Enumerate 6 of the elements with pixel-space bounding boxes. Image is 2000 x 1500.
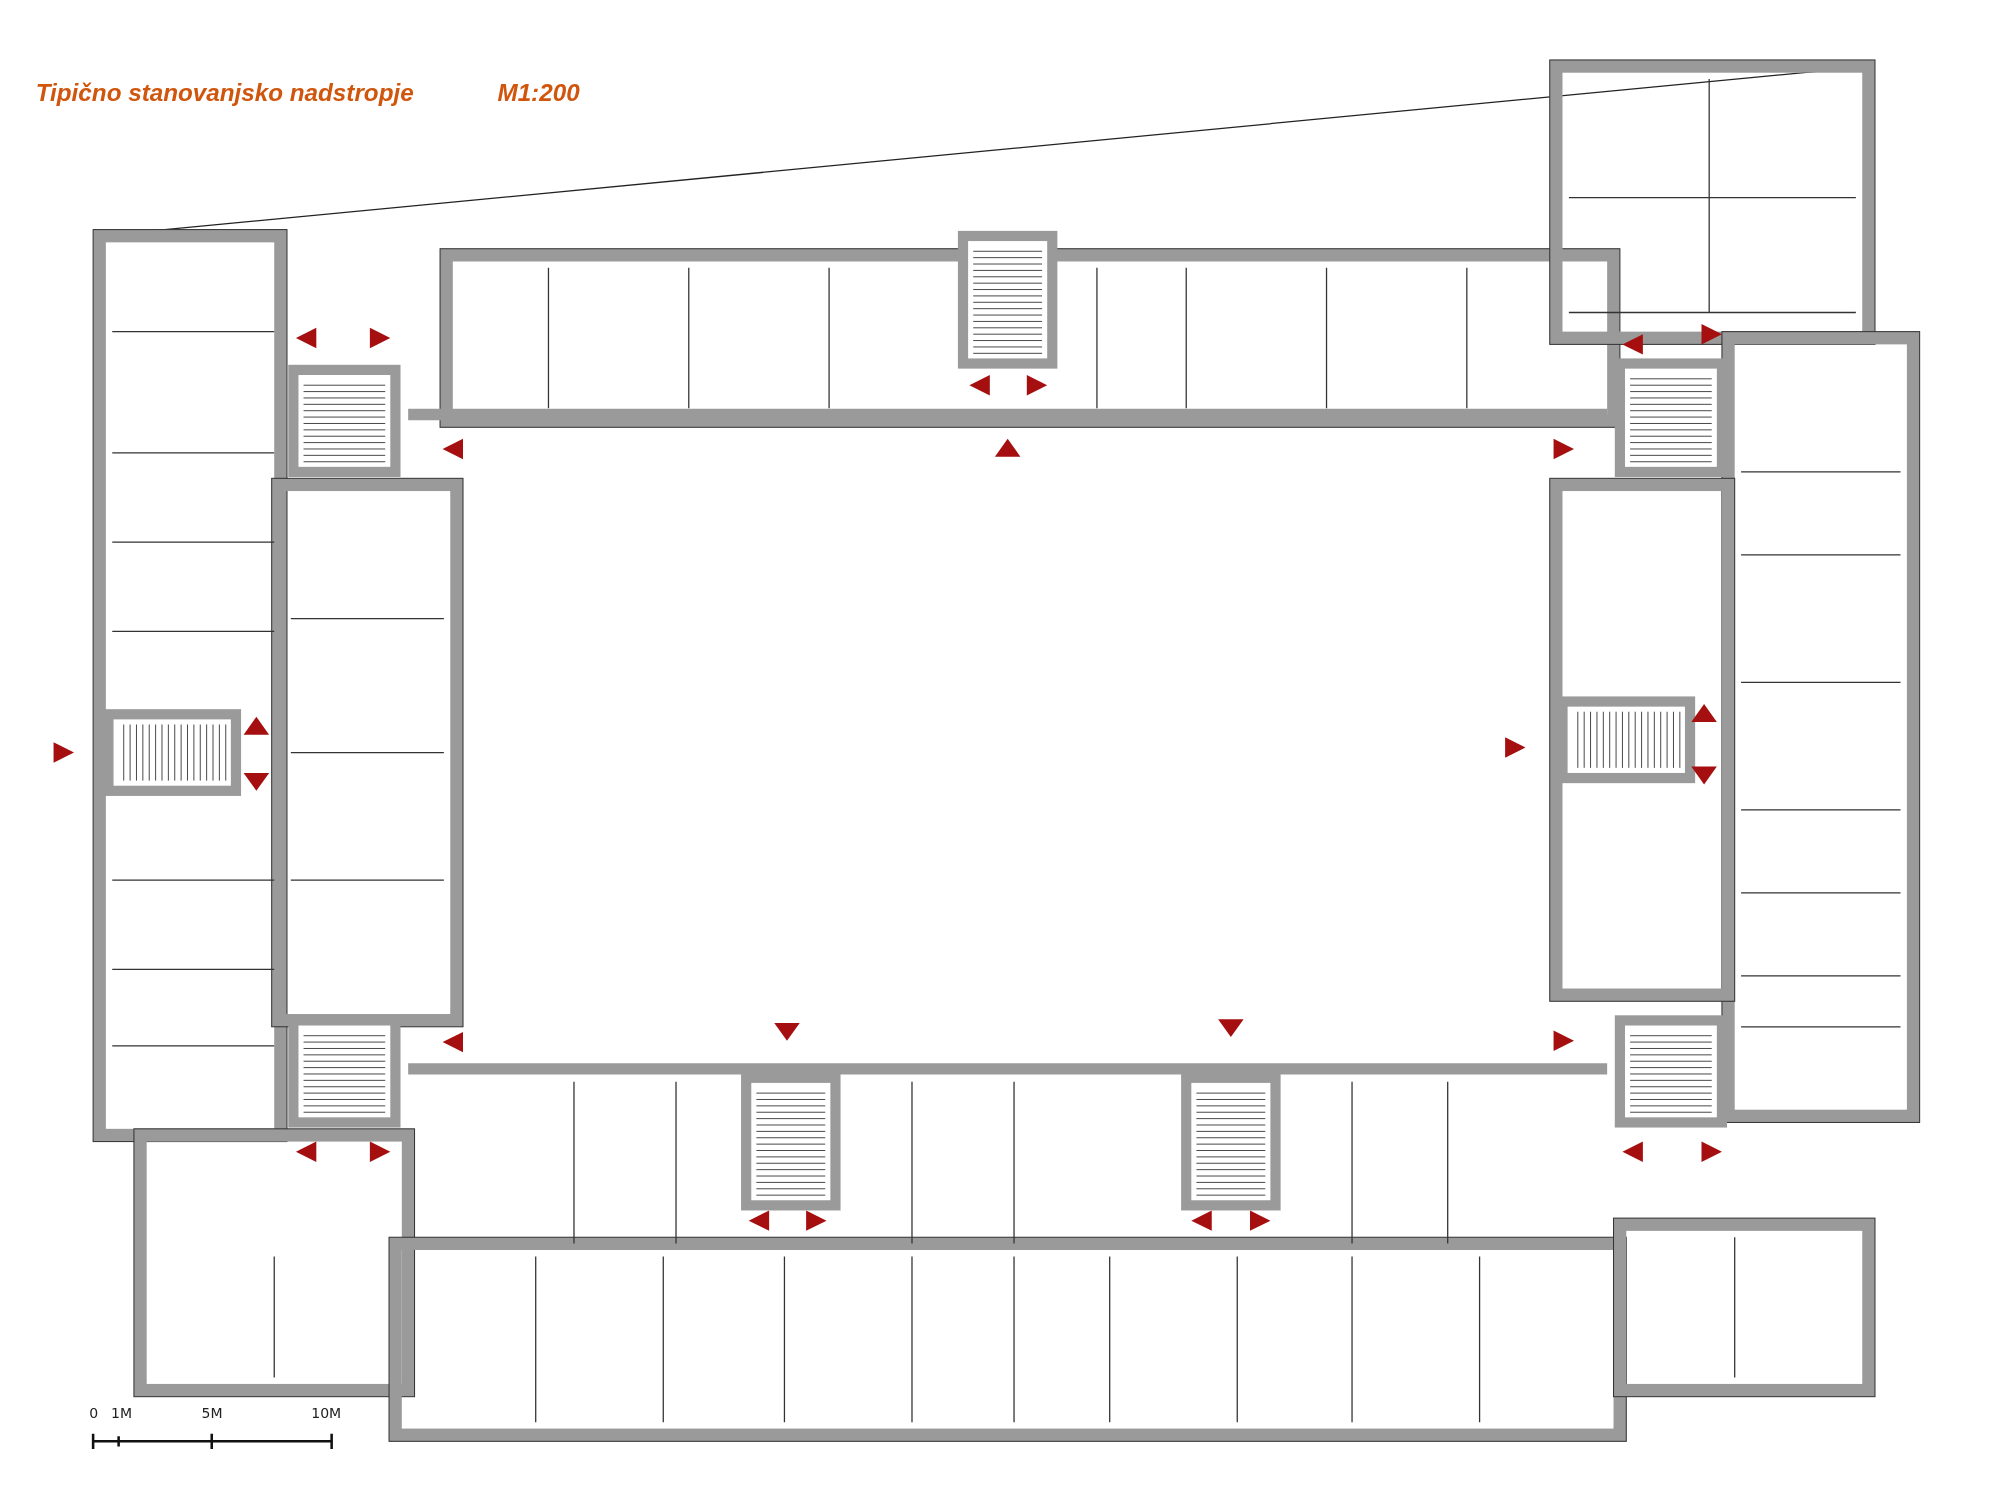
scale-label: 0	[89, 1405, 99, 1423]
scale-ratio: M1:200	[497, 79, 580, 108]
scale-label: 1M	[110, 1405, 132, 1423]
scale-label: 10M	[311, 1405, 342, 1423]
plan-title: Tipično stanovanjsko nadstropje	[35, 79, 414, 108]
scale-label: 5M	[201, 1405, 223, 1423]
